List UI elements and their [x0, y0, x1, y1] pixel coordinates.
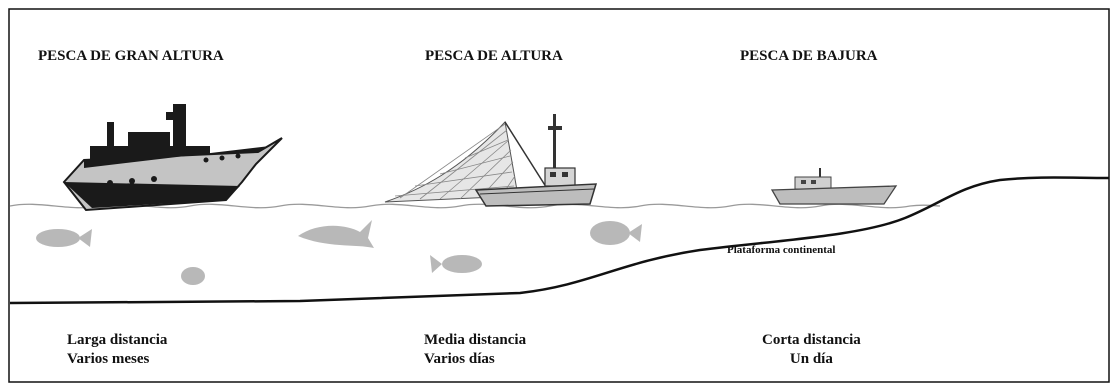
fish-icon	[590, 221, 642, 245]
large-ship-icon	[62, 104, 283, 212]
fish-icon	[36, 229, 92, 247]
zone-footer-altura: Media distancia Varios días	[424, 331, 526, 369]
zone-duration: Un día	[789, 351, 833, 367]
fish-icon	[181, 267, 205, 285]
zone-title-bajura: PESCA DE BAJURA	[740, 48, 878, 64]
zone-title-gran-altura: PESCA DE GRAN ALTURA	[38, 48, 224, 64]
zone-distance: Media distancia	[424, 332, 527, 348]
zone-distance: Larga distancia	[67, 332, 168, 348]
zone-duration: Varios días	[424, 351, 495, 367]
zone-title-altura: PESCA DE ALTURA	[425, 48, 563, 64]
fish-group	[36, 220, 642, 285]
fish-icon	[298, 220, 374, 248]
small-boat-icon	[770, 168, 898, 205]
zone-footer-gran-altura: Larga distancia Varios meses	[67, 331, 167, 369]
zone-duration: Varios meses	[67, 351, 150, 367]
diagram-frame	[8, 8, 1110, 383]
fish-icon	[430, 255, 482, 273]
net-icon	[384, 120, 549, 203]
zone-footer-bajura: Corta distancia Un día	[762, 331, 861, 369]
sea-floor-line	[9, 176, 1110, 305]
zone-distance: Corta distancia	[762, 332, 861, 348]
shelf-label: Plataforma continental	[727, 244, 836, 256]
trawler-icon	[474, 114, 598, 207]
